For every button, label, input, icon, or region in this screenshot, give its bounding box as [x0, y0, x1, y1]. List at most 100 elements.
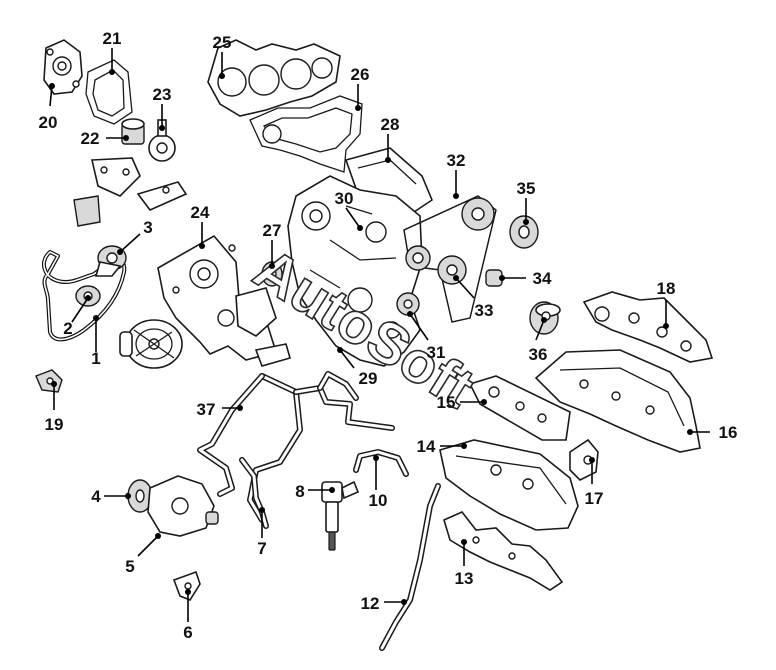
part-camshaft-gear [461, 197, 495, 231]
svg-text:36: 36 [529, 345, 548, 364]
svg-text:37: 37 [197, 400, 216, 419]
part-return-pipe [353, 449, 409, 477]
svg-text:18: 18 [657, 279, 676, 298]
svg-text:26: 26 [351, 65, 370, 84]
callout-33[interactable]: 33 [453, 275, 493, 320]
svg-text:34: 34 [533, 269, 552, 288]
callout-24[interactable]: 24 [191, 203, 210, 249]
callout-26[interactable]: 26 [351, 65, 370, 111]
callout-10[interactable]: 10 [369, 455, 388, 510]
part-engine-block-assembly [287, 175, 423, 367]
callout-15[interactable]: 15 [437, 393, 487, 412]
svg-text:16: 16 [719, 423, 738, 442]
svg-text:19: 19 [45, 415, 64, 434]
part-camshaft-gear-2 [509, 215, 539, 249]
callout-35[interactable]: 35 [517, 179, 536, 225]
svg-text:4: 4 [91, 487, 101, 506]
svg-text:14: 14 [417, 437, 436, 456]
part-mounting-clamp [172, 570, 201, 601]
callout-30[interactable]: 30 [335, 189, 363, 231]
callout-16[interactable]: 16 [687, 423, 737, 442]
svg-text:33: 33 [475, 301, 494, 320]
svg-text:35: 35 [517, 179, 536, 198]
svg-text:20: 20 [39, 113, 58, 132]
part-crank-gear [437, 255, 467, 285]
callout-23[interactable]: 23 [153, 85, 172, 131]
part-lower-bracket [235, 287, 291, 367]
part-intake-manifold [534, 349, 701, 453]
callout-29[interactable]: 29 [337, 347, 377, 388]
svg-text:22: 22 [81, 129, 100, 148]
svg-text:31: 31 [427, 343, 446, 362]
callout-20[interactable]: 20 [39, 83, 58, 132]
callout-28[interactable]: 28 [381, 115, 400, 163]
svg-text:5: 5 [125, 557, 134, 576]
svg-text:10: 10 [369, 491, 388, 510]
part-injector-cover [439, 439, 579, 531]
callout-27[interactable]: 27 [263, 221, 282, 269]
svg-text:30: 30 [335, 189, 354, 208]
svg-text:6: 6 [183, 623, 192, 642]
part-exhaust-manifold [582, 291, 714, 363]
callout-12[interactable]: 12 [361, 594, 407, 613]
callout-4[interactable]: 4 [91, 487, 131, 506]
callout-21[interactable]: 21 [103, 29, 122, 75]
callout-5[interactable]: 5 [125, 533, 161, 576]
svg-text:23: 23 [153, 85, 172, 104]
part-alternator [119, 319, 183, 369]
part-fuel-pipes [197, 371, 395, 523]
callout-18[interactable]: 18 [657, 279, 676, 329]
svg-text:15: 15 [437, 393, 456, 412]
svg-text:25: 25 [213, 33, 232, 52]
callout-32[interactable]: 32 [447, 151, 466, 199]
part-crankshaft-seal [261, 261, 283, 287]
part-drive-belt [41, 250, 127, 342]
callout-37[interactable]: 37 [197, 400, 243, 419]
callout-2[interactable]: 2 [63, 295, 91, 338]
part-high-pressure-pump [147, 475, 219, 537]
svg-text:28: 28 [381, 115, 400, 134]
part-sensor-small [35, 369, 63, 393]
part-timing-cover-gasket [249, 95, 363, 173]
callout-34[interactable]: 34 [499, 269, 552, 288]
part-fuel-rail [468, 375, 571, 441]
svg-text:8: 8 [295, 482, 304, 501]
part-engine-mount-brackets [73, 157, 188, 227]
svg-text:24: 24 [191, 203, 210, 222]
part-fuel-hose [379, 483, 441, 651]
callout-22[interactable]: 22 [81, 129, 129, 148]
svg-text:29: 29 [359, 369, 378, 388]
svg-text:12: 12 [361, 594, 380, 613]
callout-19[interactable]: 19 [45, 381, 64, 434]
part-fuel-injector [321, 480, 360, 551]
part-rear-timing-cover [207, 39, 341, 117]
callout-36[interactable]: 36 [529, 317, 548, 364]
svg-text:32: 32 [447, 151, 466, 170]
callout-17[interactable]: 17 [585, 457, 604, 508]
callout-1[interactable]: 1 [91, 315, 101, 368]
svg-text:17: 17 [585, 489, 604, 508]
svg-text:7: 7 [257, 539, 266, 558]
callout-13[interactable]: 13 [455, 539, 474, 588]
part-pump-gasket [85, 59, 133, 125]
svg-text:2: 2 [63, 319, 72, 338]
callout-14[interactable]: 14 [417, 437, 467, 456]
svg-text:3: 3 [143, 218, 152, 237]
svg-text:1: 1 [91, 349, 100, 368]
callout-3[interactable]: 3 [117, 218, 153, 255]
part-tension-roller [396, 292, 420, 316]
callout-7[interactable]: 7 [257, 507, 267, 558]
callout-25[interactable]: 25 [213, 33, 232, 79]
callout-6[interactable]: 6 [183, 589, 193, 642]
callout-8[interactable]: 8 [295, 482, 335, 501]
svg-text:21: 21 [103, 29, 122, 48]
part-manifold-gasket [443, 511, 564, 591]
part-pipe-bracket [239, 457, 269, 529]
svg-text:27: 27 [263, 221, 282, 240]
part-water-pump-housing [43, 39, 83, 95]
callout-layer: 1 2 3 4 5 6 7 [39, 29, 738, 642]
callout-31[interactable]: 31 [407, 311, 445, 362]
svg-text:13: 13 [455, 569, 474, 588]
